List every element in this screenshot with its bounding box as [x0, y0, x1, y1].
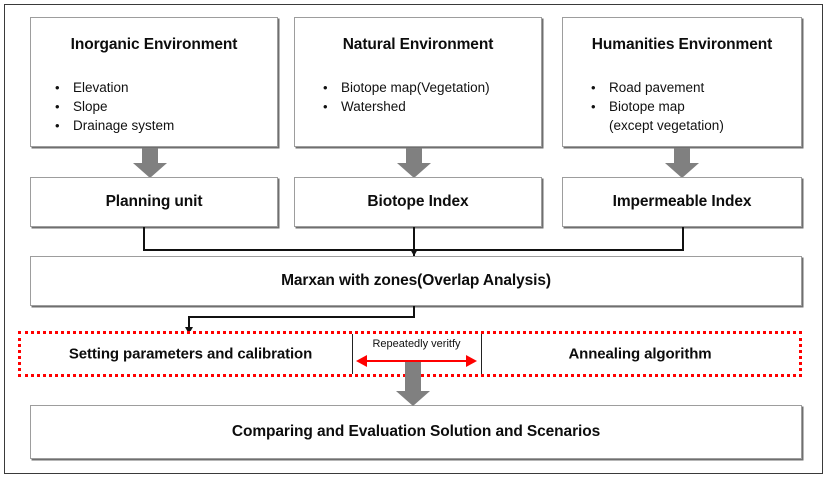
loop-divider-left: [352, 334, 353, 374]
index-box-planning-unit[interactable]: Planning unit: [30, 177, 278, 227]
list-item: Biotope map(Vegetation): [295, 78, 541, 97]
connector-marxan-drop: [413, 306, 415, 317]
flow-arrow-inorganic-to-planning: [133, 148, 167, 178]
list-item: Drainage system: [31, 116, 277, 135]
loop-label-annealing-algorithm: Annealing algorithm: [568, 345, 712, 363]
index-box-impermeable-index[interactable]: Impermeable Index: [562, 177, 802, 227]
index-box-biotope-index[interactable]: Biotope Index: [294, 177, 542, 227]
input-bullets-humanities: Road pavement Biotope map (except vegeta…: [563, 78, 801, 135]
connector-into-loop-box: [188, 316, 190, 329]
output-box-comparing-evaluation[interactable]: Comparing and Evaluation Solution and Sc…: [30, 405, 802, 459]
input-title-humanities: Humanities Environment: [591, 36, 773, 53]
input-bullets-natural: Biotope map(Vegetation) Watershed: [295, 78, 541, 116]
flow-arrow-natural-to-biotope: [397, 148, 431, 178]
input-title-inorganic: Inorganic Environment: [70, 36, 238, 53]
connector-marxan-to-left: [188, 316, 415, 318]
list-item: Road pavement: [563, 78, 801, 97]
loop-container-red-dotted[interactable]: Setting parameters and calibration Repea…: [18, 331, 802, 377]
loop-double-arrow: [356, 355, 477, 367]
connector-leg-impermeable: [682, 227, 684, 250]
list-item: Biotope map (except vegetation): [563, 97, 801, 135]
index-label-impermeable-index: Impermeable Index: [612, 193, 752, 210]
list-item: Elevation: [31, 78, 277, 97]
list-item: Slope: [31, 97, 277, 116]
input-box-inorganic[interactable]: Inorganic Environment Elevation Slope Dr…: [30, 17, 278, 147]
loop-divider-right: [481, 334, 482, 374]
connector-arrowhead-marxan: [410, 249, 418, 256]
index-label-planning-unit: Planning unit: [105, 193, 203, 210]
analysis-label-marxan: Marxan with zones(Overlap Analysis): [281, 272, 551, 289]
input-bullets-inorganic: Elevation Slope Drainage system: [31, 78, 277, 135]
flow-arrow-loop-to-output: [396, 362, 430, 406]
output-label-comparing-evaluation: Comparing and Evaluation Solution and Sc…: [231, 423, 601, 440]
loop-label-setting-parameters: Setting parameters and calibration: [68, 345, 313, 363]
analysis-box-marxan[interactable]: Marxan with zones(Overlap Analysis): [30, 256, 802, 306]
input-box-humanities[interactable]: Humanities Environment Road pavement Bio…: [562, 17, 802, 147]
connector-leg-biotope: [413, 227, 415, 250]
list-item: Watershed: [295, 97, 541, 116]
flow-arrow-humanities-to-impermeable: [665, 148, 699, 178]
loop-label-repeatedly-verify: Repeatedly veritfy: [372, 338, 461, 350]
connector-leg-planning: [143, 227, 145, 250]
input-box-natural[interactable]: Natural Environment Biotope map(Vegetati…: [294, 17, 542, 147]
connector-arrowhead-loop: [185, 327, 193, 334]
index-label-biotope-index: Biotope Index: [367, 193, 469, 210]
input-title-natural: Natural Environment: [342, 36, 494, 53]
